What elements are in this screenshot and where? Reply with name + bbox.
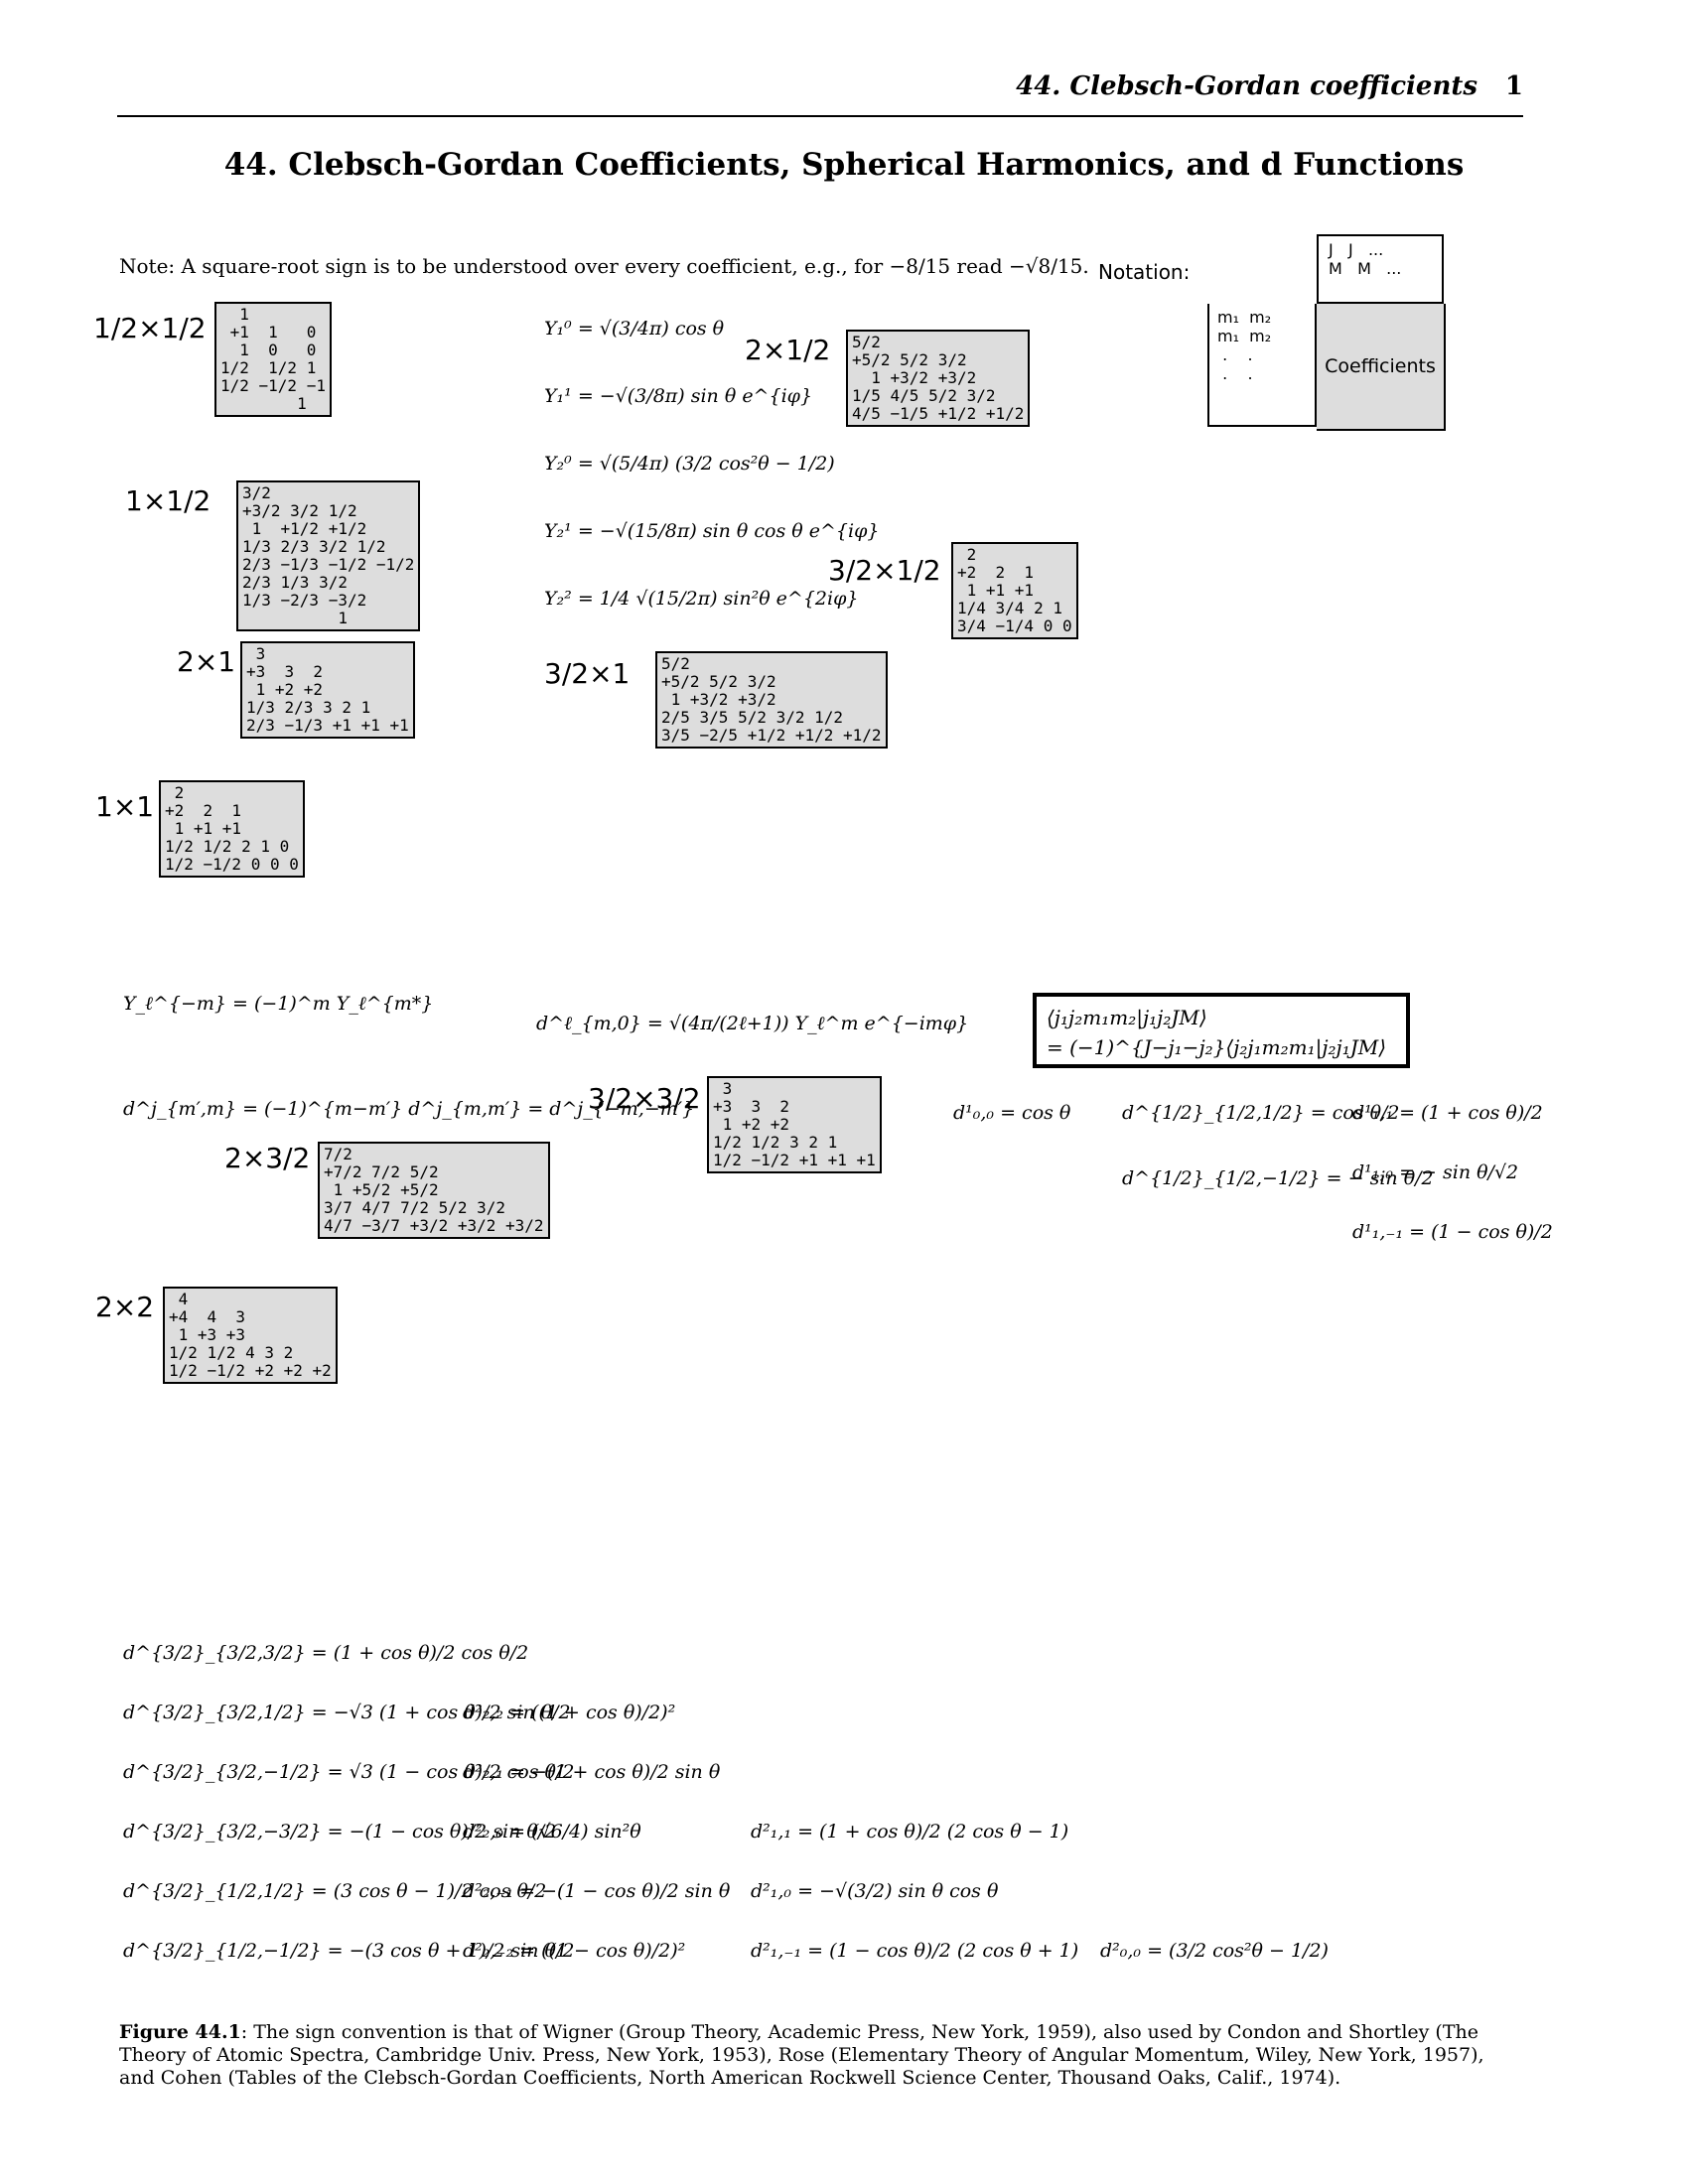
- cg-table: 1 +1 1 0 1 0 0 1/2 1/2 1 1/2 −1/2 −1 1: [214, 302, 332, 417]
- page-header: 44. Clebsch-Gordan coefficients 1: [117, 68, 1523, 117]
- formula-y22: Y₂² = 1/4 √(15/2π) sin²θ e^{2iφ}: [544, 588, 859, 610]
- formula-d110: d¹₁,₀ = − sin θ/√2: [1352, 1161, 1519, 1183]
- cg-table: 3/2 +3/2 3/2 1/2 1 +1/2 +1/2 1/3 2/3 3/2…: [236, 480, 421, 631]
- formula-d22b: d²₂,₁ = −(1 + cos θ)/2 sin θ: [463, 1761, 721, 1783]
- symmetry-relation-box: ⟨j₁j₂m₁m₂|j₁j₂JM⟩ = (−1)^{J−j₁−j₂}⟨j₂j₁m…: [1033, 993, 1410, 1068]
- cg-table: 2 +2 2 1 1 +1 +1 1/4 3/4 2 1 3/4 −1/4 0 …: [951, 542, 1078, 639]
- formula-d32c: d^{3/2}_{3/2,−1/2} = √3 (1 − cos θ)/2 co…: [123, 1761, 575, 1783]
- caption-label: Figure 44.1: [119, 2021, 241, 2043]
- formula-d21c: d²₁,₋₁ = (1 − cos θ)/2 (2 cos θ + 1): [751, 1940, 1079, 1962]
- relation-line-1: ⟨j₁j₂m₁m₂|j₁j₂JM⟩: [1047, 1006, 1207, 1029]
- table-title: 3/2×1/2: [828, 554, 941, 587]
- notation-left: m₁ m₂ m₁ m₂ . . . .: [1207, 304, 1317, 427]
- cg-table: 3 +3 3 2 1 +2 +2 1/3 2/3 3 2 1 2/3 −1/3 …: [240, 641, 415, 739]
- cg-table: 5/2 +5/2 5/2 3/2 1 +3/2 +3/2 2/5 3/5 5/2…: [655, 651, 888, 749]
- formula-dh1: d^{1/2}_{1/2,1/2} = cos θ/2: [1122, 1102, 1400, 1124]
- table-title: 3/2×1: [544, 657, 631, 690]
- note-text: Note: A square-root sign is to be unders…: [119, 254, 1089, 278]
- notation-coefficients: Coefficients: [1317, 304, 1446, 431]
- cg-table: 4 +4 4 3 1 +3 +3 1/2 1/2 4 3 2 1/2 −1/2 …: [163, 1287, 338, 1384]
- page-number: 1: [1504, 71, 1523, 101]
- formula-y20: Y₂⁰ = √(5/4π) (3/2 cos²θ − 1/2): [544, 453, 835, 475]
- table-title: 1×1/2: [125, 484, 211, 517]
- formula-d32f: d^{3/2}_{1/2,−1/2} = −(3 cos θ + 1)/2 si…: [123, 1940, 575, 1962]
- table-title: 1/2×1/2: [93, 312, 207, 344]
- page-title: 44. Clebsch-Gordan Coefficients, Spheric…: [223, 147, 1465, 183]
- formula-ylm: Y_ℓ^{−m} = (−1)^m Y_ℓ^{m*}: [123, 993, 434, 1015]
- formula-d22e: d²₂,₋₂ = ((1 − cos θ)/2)²: [463, 1940, 686, 1962]
- table-title: 1×1: [95, 790, 155, 823]
- notation-top: J J ... M M ...: [1317, 234, 1444, 304]
- formula-y10: Y₁⁰ = √(3/4π) cos θ: [544, 318, 725, 340]
- formula-y11: Y₁¹ = −√(3/8π) sin θ e^{iφ}: [544, 385, 813, 407]
- running-title: 44. Clebsch-Gordan coefficients: [1016, 71, 1477, 101]
- formula-dsym: d^j_{m′,m} = (−1)^{m−m′} d^j_{m,m′} = d^…: [123, 1098, 695, 1120]
- table-title: 3/2×3/2: [588, 1082, 701, 1115]
- formula-d11m: d¹₁,₋₁ = (1 − cos θ)/2: [1352, 1221, 1553, 1243]
- caption-text: : The sign convention is that of Wigner …: [119, 2021, 1484, 2089]
- notation-box: J J ... M M ... m₁ m₂ m₁ m₂ . . . . Coef…: [1207, 234, 1446, 431]
- table-title: 2×3/2: [224, 1142, 311, 1174]
- formula-d22c: d²₂,₀ = (√6/4) sin²θ: [463, 1821, 641, 1843]
- cg-table: 3 +3 3 2 1 +2 +2 1/2 1/2 3 2 1 1/2 −1/2 …: [707, 1076, 882, 1173]
- formula-d32a: d^{3/2}_{3/2,3/2} = (1 + cos θ)/2 cos θ/…: [123, 1642, 529, 1664]
- figure-caption: Figure 44.1: The sign convention is that…: [119, 2021, 1525, 2090]
- table-title: 2×1/2: [745, 334, 831, 366]
- cg-table: 2 +2 2 1 1 +1 +1 1/2 1/2 2 1 0 1/2 −1/2 …: [159, 780, 305, 878]
- relation-line-2: = (−1)^{J−j₁−j₂}⟨j₂j₁m₂m₁|j₂j₁JM⟩: [1047, 1035, 1387, 1059]
- formula-d22d: d²₂,₋₁ = −(1 − cos θ)/2 sin θ: [463, 1880, 731, 1902]
- formula-d000: d¹₀,₀ = cos θ: [953, 1102, 1071, 1124]
- formula-d32b: d^{3/2}_{3/2,1/2} = −√3 (1 + cos θ)/2 si…: [123, 1702, 571, 1723]
- formula-d22a: d²₂,₂ = ((1 + cos θ)/2)²: [463, 1702, 676, 1723]
- formula-dh2: d^{1/2}_{1/2,−1/2} = − sin θ/2: [1122, 1167, 1434, 1189]
- cg-table: 5/2 +5/2 5/2 3/2 1 +3/2 +3/2 1/5 4/5 5/2…: [846, 330, 1031, 427]
- formula-y21: Y₂¹ = −√(15/8π) sin θ cos θ e^{iφ}: [544, 520, 880, 542]
- cg-table: 7/2 +7/2 7/2 5/2 1 +5/2 +5/2 3/7 4/7 7/2…: [318, 1142, 550, 1239]
- table-title: 2×1: [177, 645, 236, 678]
- formula-d111: d¹₁,₁ = (1 + cos θ)/2: [1352, 1102, 1543, 1124]
- notation-label: Notation:: [1098, 260, 1191, 284]
- formula-d32d: d^{3/2}_{3/2,−3/2} = −(1 − cos θ)/2 sin …: [123, 1821, 557, 1843]
- formula-d21b: d²₁,₀ = −√(3/2) sin θ cos θ: [751, 1880, 999, 1902]
- formula-d200: d²₀,₀ = (3/2 cos²θ − 1/2): [1100, 1940, 1329, 1962]
- formula-dlm0: d^ℓ_{m,0} = √(4π/(2ℓ+1)) Y_ℓ^m e^{−imφ}: [536, 1013, 969, 1034]
- formula-d21a: d²₁,₁ = (1 + cos θ)/2 (2 cos θ − 1): [751, 1821, 1069, 1843]
- formula-d32e: d^{3/2}_{1/2,1/2} = (3 cos θ − 1)/2 cos …: [123, 1880, 547, 1902]
- table-title: 2×2: [95, 1291, 155, 1323]
